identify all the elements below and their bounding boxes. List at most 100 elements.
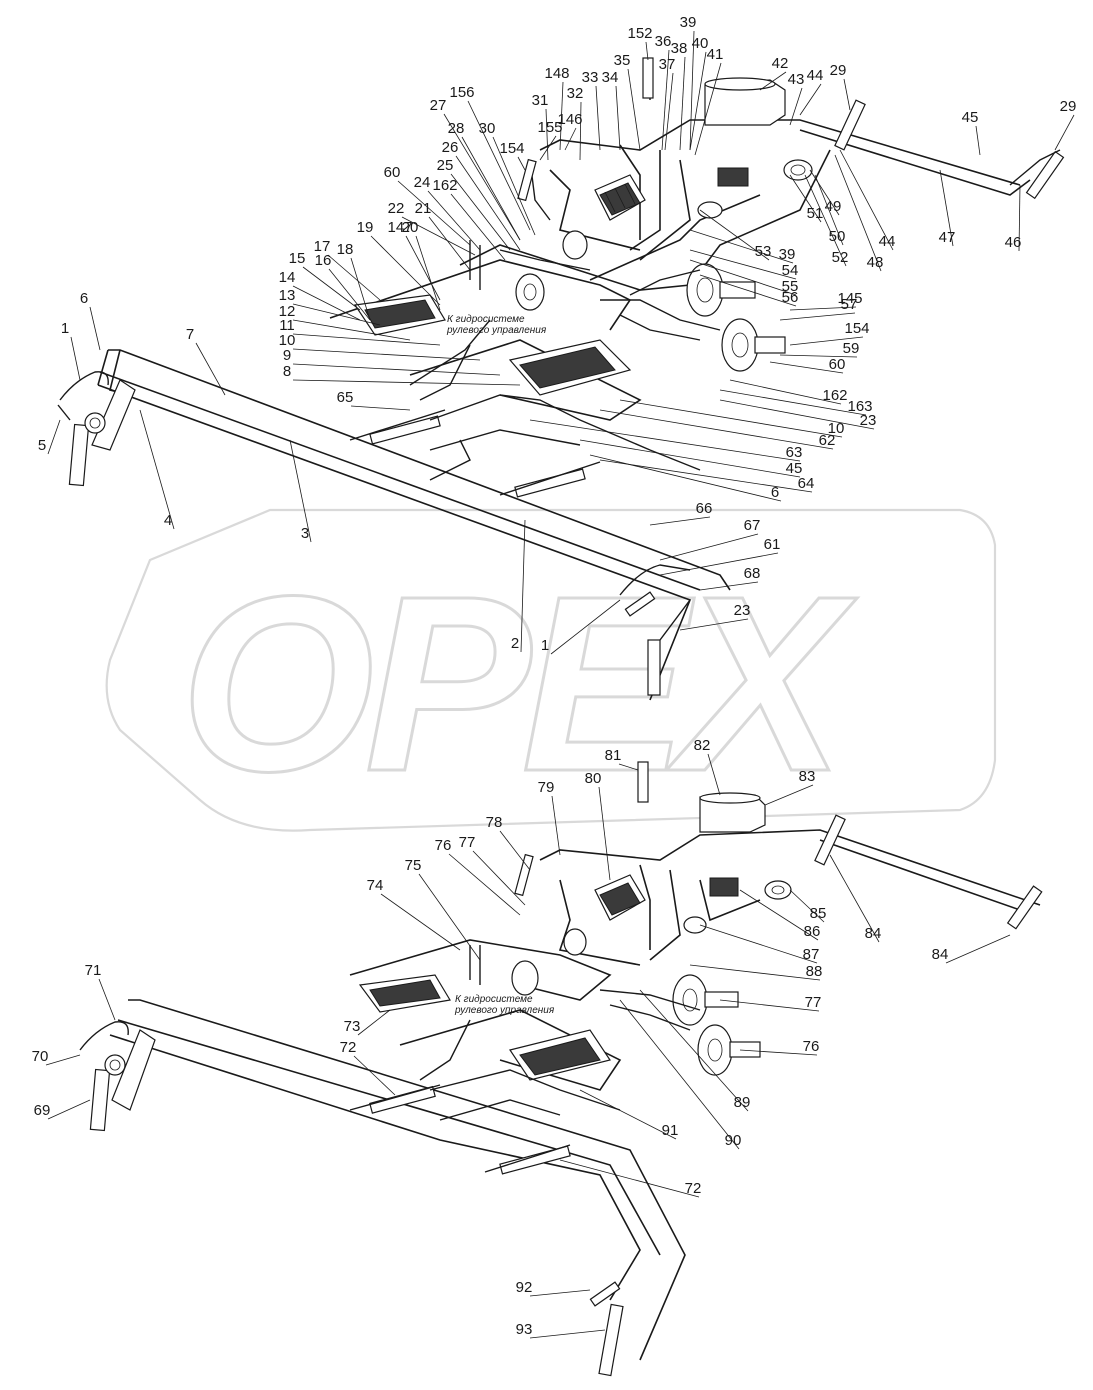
callout-upper-60: 60	[384, 164, 401, 181]
valve-block-left-lower	[358, 974, 451, 1013]
control-valve-lower	[594, 874, 646, 921]
leader-line-lower-80	[598, 786, 611, 881]
callout-upper-44: 44	[879, 233, 896, 250]
note-upper-line2: рулевого управления	[446, 325, 547, 336]
leader-line-upper-9	[292, 363, 501, 376]
leader-line-lower-83	[764, 784, 814, 806]
leader-line-lower-85	[789, 889, 825, 923]
callout-upper-48: 48	[867, 254, 884, 271]
note-lower-line1: К гидросистеме	[455, 994, 533, 1005]
leader-line-upper-21	[428, 216, 471, 271]
callout-upper-6: 6	[771, 484, 779, 501]
callout-lower-73: 73	[344, 1018, 361, 1035]
callout-lower-89: 89	[734, 1094, 751, 1111]
leader-line-lower-88	[689, 964, 821, 981]
callout-upper-33: 33	[582, 69, 599, 86]
boom-cylinder-2	[499, 461, 601, 498]
leader-line-upper-41	[694, 62, 722, 156]
callout-upper-51: 51	[807, 205, 824, 222]
callout-upper-57: 57	[841, 296, 858, 313]
leader-line-upper-44	[839, 149, 894, 251]
leader-line-lower-71	[98, 978, 116, 1021]
oil-tank-lower	[699, 792, 766, 833]
leader-line-lower-86	[739, 889, 819, 941]
leader-line-upper-27	[443, 113, 521, 241]
callout-upper-22: 22	[388, 200, 405, 217]
leader-line-upper-18	[350, 257, 371, 321]
callout-lower-79: 79	[538, 779, 555, 796]
leader-line-upper-16	[328, 268, 371, 321]
callout-upper-163: 163	[847, 398, 872, 415]
callout-upper-30: 30	[479, 120, 496, 137]
leader-line-upper-152	[645, 41, 649, 61]
callout-upper-13: 13	[279, 287, 296, 304]
leader-line-upper-60	[397, 180, 471, 246]
callout-lower-78: 78	[486, 814, 503, 831]
leader-line-upper-29	[843, 78, 851, 111]
boom-cylinder-4	[484, 1144, 571, 1175]
leader-line-upper-45	[975, 125, 981, 156]
leader-line-upper-13	[292, 303, 381, 326]
leader-line-upper-37	[664, 72, 674, 151]
leader-line-upper-24	[427, 190, 481, 251]
leader-line-upper-14	[292, 285, 361, 321]
callout-upper-5: 5	[38, 437, 46, 454]
callout-upper-15: 15	[289, 250, 306, 267]
upper-assembly: К гидросистеме рулевого управления	[57, 57, 1065, 701]
callout-lower-84: 84	[932, 946, 949, 963]
callout-lower-81: 81	[605, 747, 622, 764]
leader-line-upper-30	[492, 136, 536, 236]
callout-upper-29: 29	[1060, 98, 1077, 115]
leader-line-lower-69	[47, 1099, 91, 1120]
leader-line-upper-47	[939, 169, 954, 247]
callout-upper-27: 27	[430, 97, 447, 114]
callout-lower-90: 90	[725, 1132, 742, 1149]
leader-line-upper-38	[679, 56, 686, 151]
leader-line-upper-64	[599, 459, 813, 493]
callout-lower-92: 92	[516, 1279, 533, 1296]
callout-upper-154: 154	[499, 140, 524, 157]
leader-line-lower-73	[357, 1009, 391, 1036]
note-lower-line2: рулевого управления	[454, 1005, 555, 1016]
control-valve-upper	[594, 174, 646, 221]
callout-upper-26: 26	[442, 139, 459, 156]
callout-upper-41: 41	[707, 46, 724, 63]
leader-line-lower-84	[829, 854, 880, 943]
leader-line-upper-32	[579, 101, 582, 161]
leader-line-upper-60	[769, 361, 844, 374]
callout-upper-40: 40	[692, 35, 709, 52]
pump-wheel-3	[672, 974, 739, 1026]
leader-line-upper-68	[699, 581, 759, 591]
leader-line-lower-76	[448, 853, 521, 916]
callout-upper-18: 18	[337, 241, 354, 258]
leader-line-upper-31	[545, 108, 549, 161]
leader-line-upper-5	[47, 419, 61, 455]
leader-line-lower-74	[380, 893, 461, 951]
callout-lower-72: 72	[340, 1039, 357, 1056]
boom-cylinder-3	[349, 1084, 441, 1114]
callout-upper-162: 162	[822, 387, 847, 404]
callout-upper-62: 62	[819, 432, 836, 449]
leader-line-upper-54	[689, 249, 797, 280]
leader-line-upper-10	[619, 399, 843, 438]
callout-upper-36: 36	[655, 33, 672, 50]
callout-upper-49: 49	[825, 198, 842, 215]
leader-line-upper-15	[302, 266, 361, 311]
valve-block-left-upper	[353, 294, 446, 336]
callout-upper-66: 66	[696, 500, 713, 517]
callout-upper-20: 20	[402, 219, 419, 236]
pump-small-1	[515, 273, 545, 311]
callout-upper-44: 44	[807, 67, 824, 84]
leader-line-upper-42	[759, 71, 787, 91]
leader-line-upper-162	[729, 379, 842, 405]
right-end-cylinder	[619, 564, 691, 696]
leader-line-upper-6	[589, 454, 782, 502]
callout-lower-70: 70	[32, 1048, 49, 1065]
leader-line-lower-82	[707, 753, 721, 796]
leader-line-lower-75	[418, 873, 481, 961]
callout-upper-19: 19	[357, 219, 374, 236]
callout-lower-74: 74	[367, 877, 384, 894]
leader-line-upper-57	[779, 312, 856, 321]
leader-line-lower-76	[739, 1049, 818, 1056]
